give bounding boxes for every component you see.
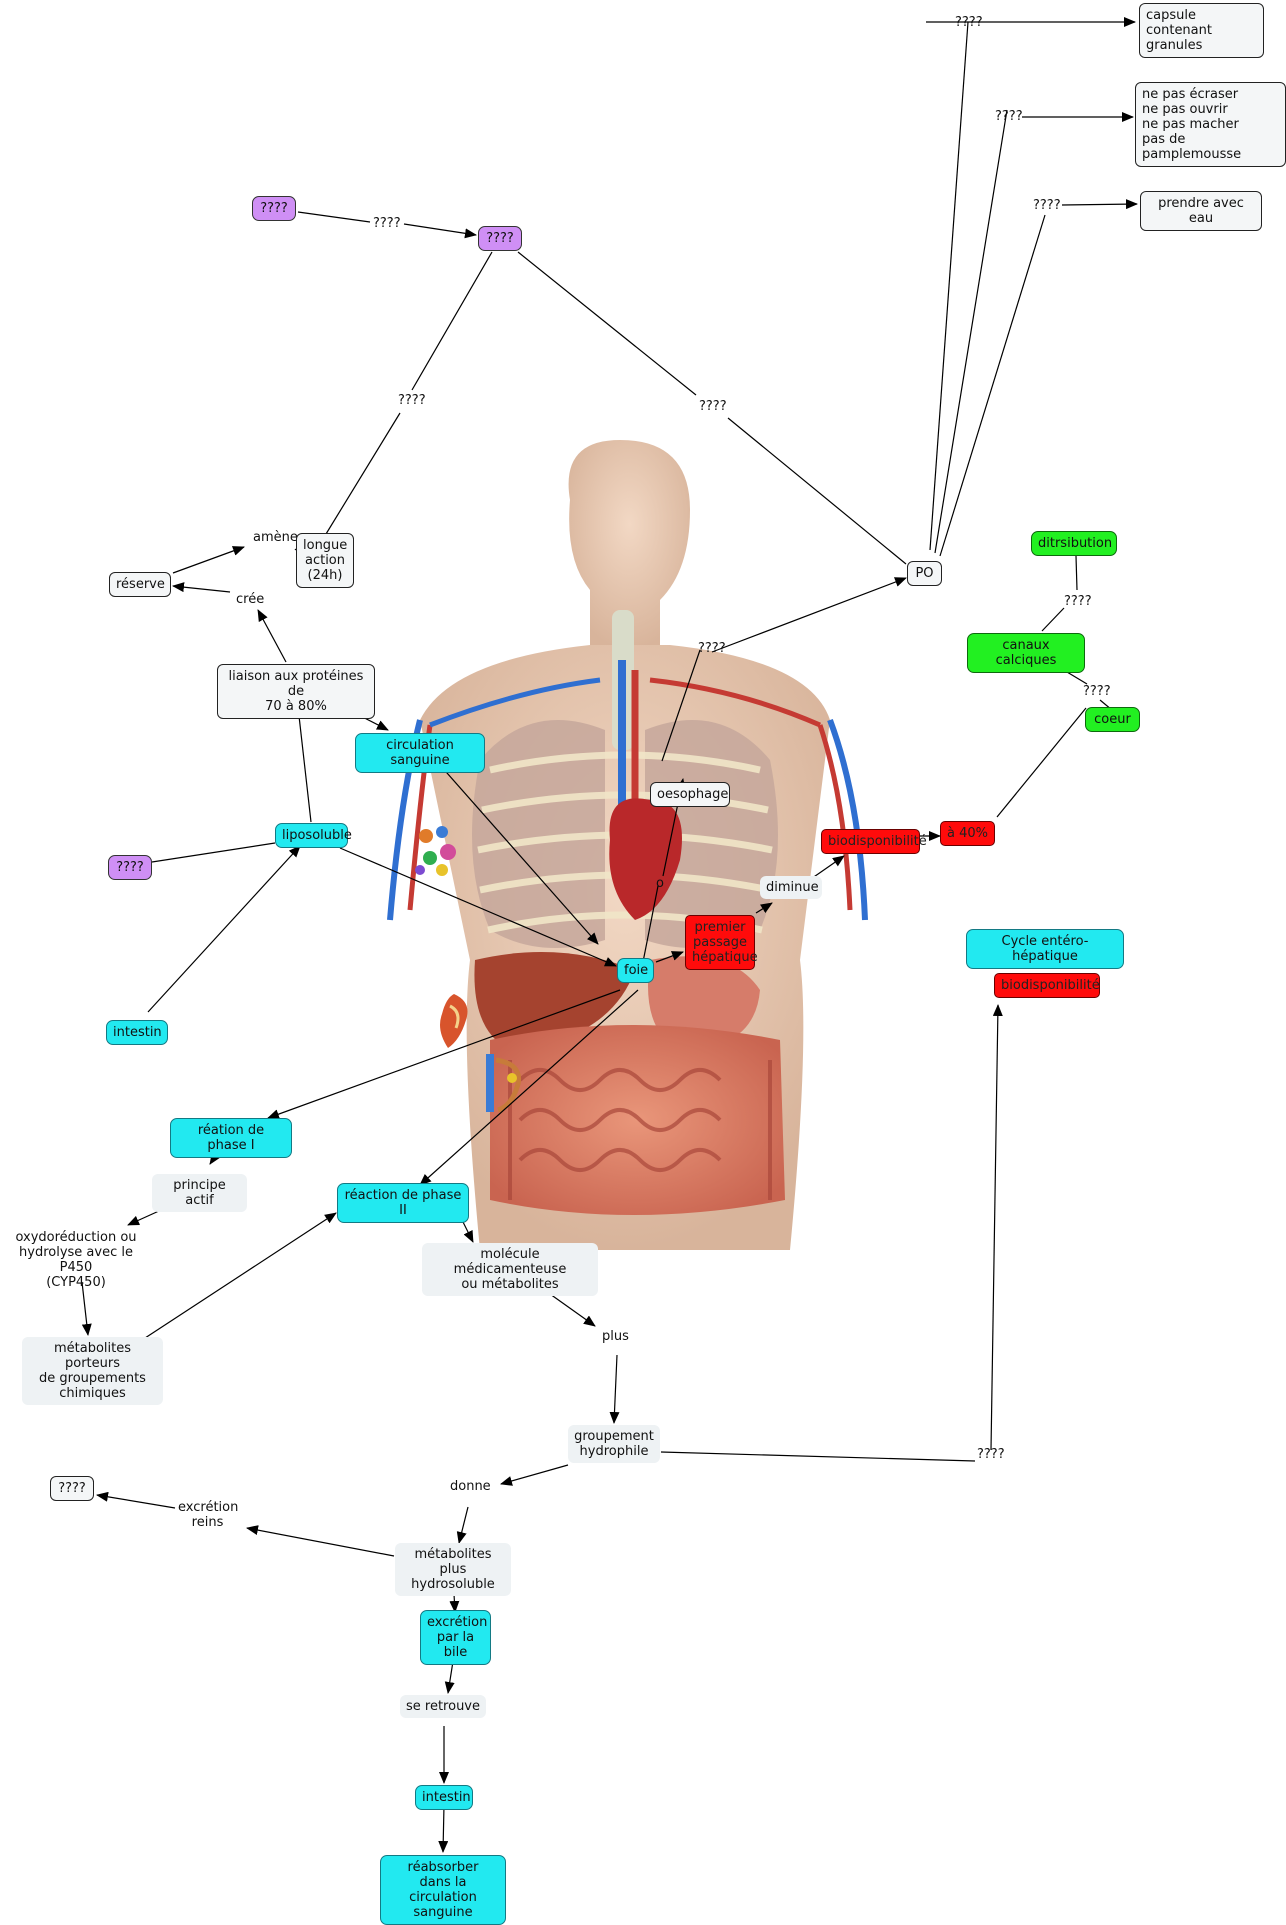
precautions-node[interactable]: ne pas écraser ne pas ouvrir ne pas mach… (1135, 82, 1286, 167)
link-label-amene: amène (253, 530, 298, 545)
enzyme-icon (440, 994, 468, 1048)
unknown-concept-purple-1[interactable]: ???? (252, 196, 296, 221)
link-label-groupement: ???? (977, 1447, 1005, 1462)
premier-passage-node[interactable]: premier passage hépatique (685, 915, 758, 970)
link-label-purple: ???? (373, 216, 401, 231)
principe-actif-node[interactable]: principe actif (152, 1174, 247, 1212)
metabolites-porteurs-node[interactable]: métabolites porteurs de groupements chim… (22, 1337, 163, 1405)
coeur-node[interactable]: coeur (1085, 707, 1140, 732)
reabsorber-node[interactable]: réabsorber dans la circulation sanguine (380, 1855, 506, 1925)
link-label-canaux: ???? (1083, 684, 1111, 699)
po-node[interactable]: PO (907, 561, 942, 586)
reserve-node[interactable]: réserve (109, 572, 171, 597)
se-retrouve-node[interactable]: se retrouve (400, 1695, 486, 1718)
unknown-concept-left[interactable]: ???? (50, 1476, 94, 1501)
distribution-node[interactable]: ditrsibution (1031, 531, 1117, 556)
intestin-node-2[interactable]: intestin (415, 1785, 473, 1810)
link-label-oesophage: ???? (698, 641, 726, 656)
link-label-longue: ???? (398, 393, 426, 408)
unknown-concept-purple-2[interactable]: ???? (478, 226, 522, 251)
molecule-node[interactable]: molécule médicamenteuse ou métabolites (422, 1243, 598, 1296)
unknown-concept-purple-3[interactable]: ???? (108, 855, 152, 880)
link-label-cree: crée (236, 592, 265, 607)
phase-1-node[interactable]: réation de phase I (170, 1118, 292, 1158)
longue-action-node[interactable]: longue action (24h) (296, 533, 354, 588)
link-label-po: ???? (699, 399, 727, 414)
link-label-plus: plus (602, 1329, 629, 1344)
diminue-node[interactable]: diminue (760, 876, 822, 899)
liaison-proteines-node[interactable]: liaison aux protéines de 70 à 80% (217, 664, 375, 719)
metabolites-hydrosoluble-node[interactable]: métabolites plus hydrosoluble (395, 1543, 511, 1596)
biodisponibilite-node-1[interactable]: biodisponibilité (821, 829, 927, 854)
circulation-sanguine-node[interactable]: circulation sanguine (355, 733, 485, 773)
groupement-hydrophile-node[interactable]: groupement hydrophile (568, 1425, 660, 1463)
liposoluble-node[interactable]: liposoluble (275, 823, 352, 848)
prendre-eau-node[interactable]: prendre avec eau (1140, 191, 1262, 231)
excretion-bile-node[interactable]: excrétion par la bile (420, 1610, 491, 1665)
oesophage-node[interactable]: oesophage (650, 782, 730, 807)
link-label-o: o (656, 876, 664, 891)
capsule-node[interactable]: capsule contenant granules (1139, 3, 1264, 58)
canaux-calciques-node[interactable]: canaux calciques (967, 633, 1085, 673)
enzyme-complex-icon (486, 1054, 522, 1113)
link-label-capsule: ???? (955, 15, 983, 30)
link-label-donne: donne (450, 1479, 491, 1494)
intestin-node-1[interactable]: intestin (106, 1020, 168, 1045)
oxydoreduction-node[interactable]: oxydoréduction ou hydrolyse avec le P450… (15, 1230, 137, 1290)
biodisponibilite-node-2[interactable]: biodisponibilité (994, 973, 1100, 998)
link-label-eau: ???? (1033, 198, 1061, 213)
phase-2-node[interactable]: réaction de phase II (337, 1183, 469, 1223)
molecule-icon (415, 826, 456, 876)
forty-percent-node[interactable]: à 40% (940, 821, 995, 846)
link-label-distribution: ???? (1064, 594, 1092, 609)
link-label-precautions: ???? (995, 109, 1023, 124)
foie-node[interactable]: foie (617, 958, 654, 983)
cycle-entero-hepatique-node[interactable]: Cycle entéro-hépatique (966, 929, 1124, 969)
excretion-reins-label: excrétion reins (178, 1500, 239, 1530)
